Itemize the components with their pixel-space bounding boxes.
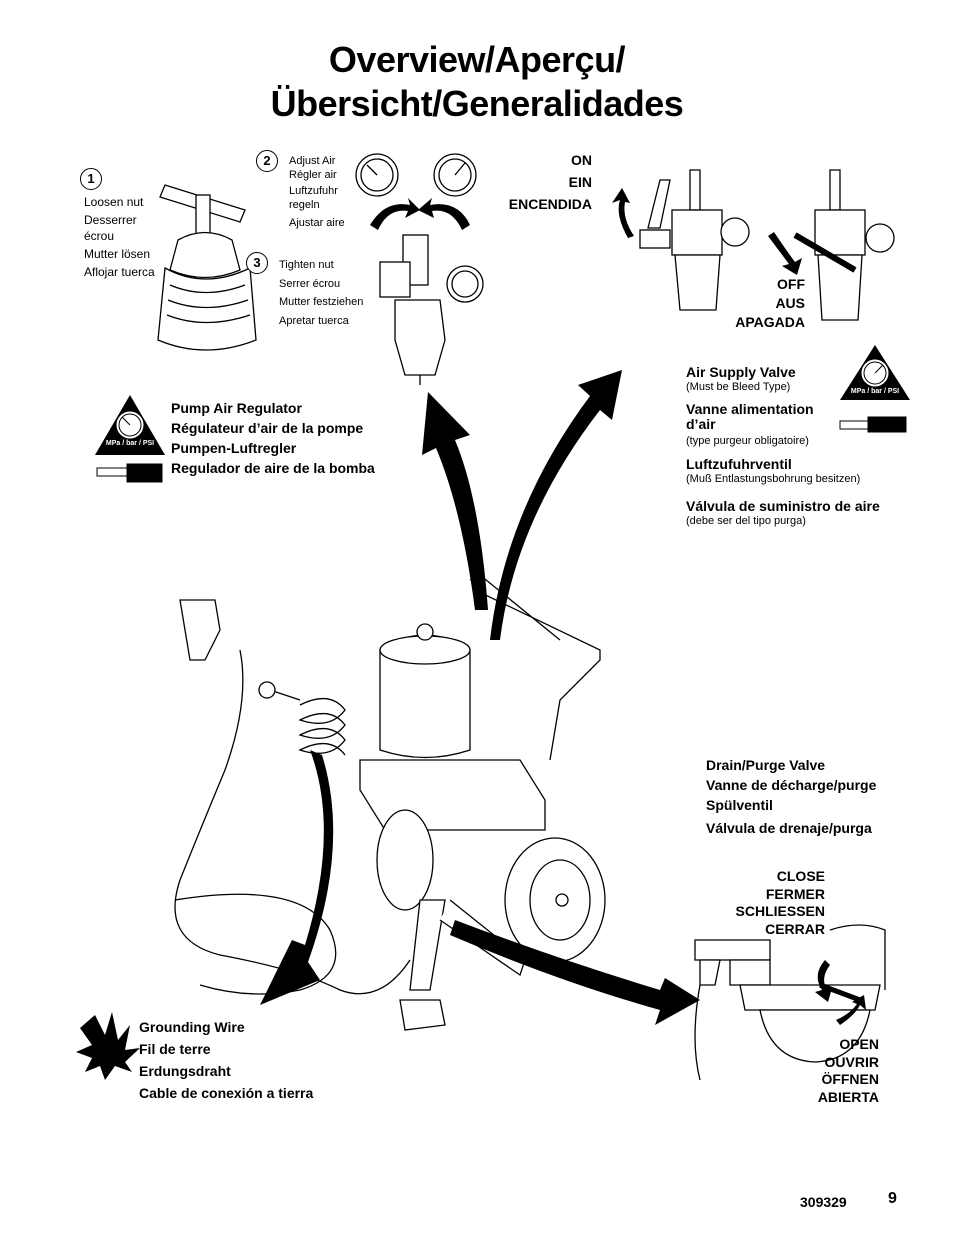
- callout-arrows: [260, 370, 700, 1025]
- explosion-icon: [76, 1012, 140, 1080]
- title-line-2: Übersicht/Generalidades: [270, 83, 684, 124]
- pump-air-regulator-en: Pump Air Regulator: [171, 400, 302, 416]
- open-label-de: ÖFFNEN: [821, 1071, 879, 1087]
- drain-purge-valve-label: Drain/Purge Valve Vanne de décharge/purg…: [706, 755, 926, 838]
- off-labels: OFF AUS APAGADA: [700, 275, 805, 332]
- step-1-line-en: Loosen nut: [84, 195, 144, 209]
- pump-air-regulator-fr: Régulateur d’air de la pompe: [171, 420, 364, 436]
- air-supply-valve-label: Air Supply Valve (Must be Bleed Type): [686, 364, 926, 394]
- regulator-assembly-drawing: [379, 234, 484, 385]
- step-2-line-es: Ajustar aire: [289, 217, 345, 229]
- page-number: 9: [888, 1190, 897, 1207]
- regulator-nut-drawing: [157, 184, 257, 351]
- close-labels: CLOSE FERMER SCHLIESSEN CERRAR: [700, 868, 825, 938]
- air-supply-valve-fr-note: (type purgeur obligatoire): [686, 435, 809, 447]
- air-supply-valve-fr-block: Vanne alimentation d’air (type purgeur o…: [686, 402, 836, 448]
- open-labels: OPEN OUVRIR ÖFFNEN ABIERTA: [760, 1036, 879, 1106]
- air-supply-valve-de-note: (Muß Entlastungsbohrung besitzen): [686, 473, 861, 485]
- drain-valve-de: Spülventil: [706, 797, 773, 813]
- step-2-line-fr: Régler air: [289, 169, 337, 181]
- hose-drawing: [174, 599, 411, 995]
- on-label-en: ON: [571, 152, 592, 168]
- step-2-text: Adjust Air Régler air Luftzufuhr regeln …: [289, 154, 359, 230]
- off-label-de: AUS: [775, 295, 805, 311]
- on-labels: ON EIN ENCENDIDA: [480, 149, 592, 215]
- step-1-line-de: Mutter lösen: [84, 247, 151, 261]
- air-supply-valve-de: Luftzufuhrventil: [686, 456, 792, 472]
- air-supply-valve-de-block: Luftzufuhrventil (Muß Entlastungsbohrung…: [686, 456, 926, 486]
- gauge-label-right: MPa / bar / PSI: [850, 388, 900, 395]
- page-title: Overview/Aperçu/ Übersicht/Generalidades: [0, 38, 954, 126]
- close-label-de: SCHLIESSEN: [735, 903, 825, 919]
- step-3-number: 3: [246, 252, 268, 274]
- plug-icons: [96, 416, 907, 483]
- step-1-number: 1: [80, 168, 102, 190]
- air-supply-valve-fr: Vanne alimentation d’air: [686, 401, 814, 432]
- on-label-es: ENCENDIDA: [508, 196, 592, 212]
- air-supply-valve-es-note: (debe ser del tipo purga): [686, 515, 806, 527]
- grounding-wire-en: Grounding Wire: [139, 1019, 245, 1035]
- off-label-es: APAGADA: [735, 314, 805, 330]
- step-3-line-fr: Serrer écrou: [279, 278, 341, 290]
- off-label-en: OFF: [777, 276, 805, 292]
- air-supply-valve-es-block: Válvula de suministro de aire (debe ser …: [686, 498, 926, 528]
- step-3-line-es: Apretar tuerca: [279, 315, 349, 327]
- title-line-1: Overview/Aperçu/: [328, 39, 626, 80]
- drain-valve-fr: Vanne de décharge/purge: [706, 777, 877, 793]
- open-label-fr: OUVRIR: [824, 1053, 879, 1070]
- rotation-arrows: [370, 188, 866, 1025]
- air-supply-valve-drawing: [639, 169, 895, 321]
- step-1-text: Loosen nut Desserrer écrou Mutter lösen …: [84, 194, 164, 280]
- grounding-wire-fr: Fil de terre: [139, 1041, 211, 1057]
- air-supply-valve-en: Air Supply Valve: [686, 364, 796, 380]
- step-1-line-es: Aflojar tuerca: [84, 265, 155, 279]
- pump-air-regulator-es: Regulador de aire de la bomba: [171, 460, 375, 476]
- step-3-line-en: Tighten nut: [279, 259, 334, 271]
- step-1-line-fr: Desserrer écrou: [84, 213, 137, 243]
- close-label-en: CLOSE: [776, 868, 825, 884]
- step-2-line-de: Luftzufuhr regeln: [289, 185, 338, 211]
- gauges-drawing: [355, 153, 477, 197]
- grounding-wire-de: Erdungsdraht: [139, 1063, 231, 1079]
- step-3-line-de: Mutter festziehen: [279, 296, 364, 308]
- close-label-es: CERRAR: [765, 920, 825, 937]
- pump-air-regulator-label: Pump Air Regulator Régulateur d’air de l…: [171, 398, 431, 478]
- grounding-wire-es: Cable de conexión a tierra: [139, 1085, 314, 1101]
- drain-valve-en: Drain/Purge Valve: [706, 757, 826, 773]
- pump-air-regulator-de: Pumpen-Luftregler: [171, 440, 297, 456]
- step-3-text: Tighten nut Serrer écrou Mutter festzieh…: [279, 258, 379, 328]
- on-label-de: EIN: [568, 174, 592, 190]
- air-supply-valve-en-note: (Must be Bleed Type): [686, 381, 791, 393]
- drain-valve-es: Válvula de drenaje/purga: [706, 820, 872, 836]
- open-label-es: ABIERTA: [817, 1088, 879, 1105]
- open-label-en: OPEN: [839, 1036, 879, 1052]
- gauge-label-left: MPa / bar / PSI: [105, 440, 155, 447]
- step-2-number: 2: [256, 150, 278, 172]
- grounding-wire-label: Grounding Wire Fil de terre Erdungsdraht…: [139, 1016, 399, 1104]
- gauge-warning-triangles: [95, 345, 910, 455]
- step-2-line-en: Adjust Air: [289, 155, 336, 167]
- doc-number: 309329: [800, 1194, 847, 1210]
- air-supply-valve-es: Válvula de suministro de aire: [686, 498, 880, 514]
- close-label-fr: FERMER: [765, 885, 825, 902]
